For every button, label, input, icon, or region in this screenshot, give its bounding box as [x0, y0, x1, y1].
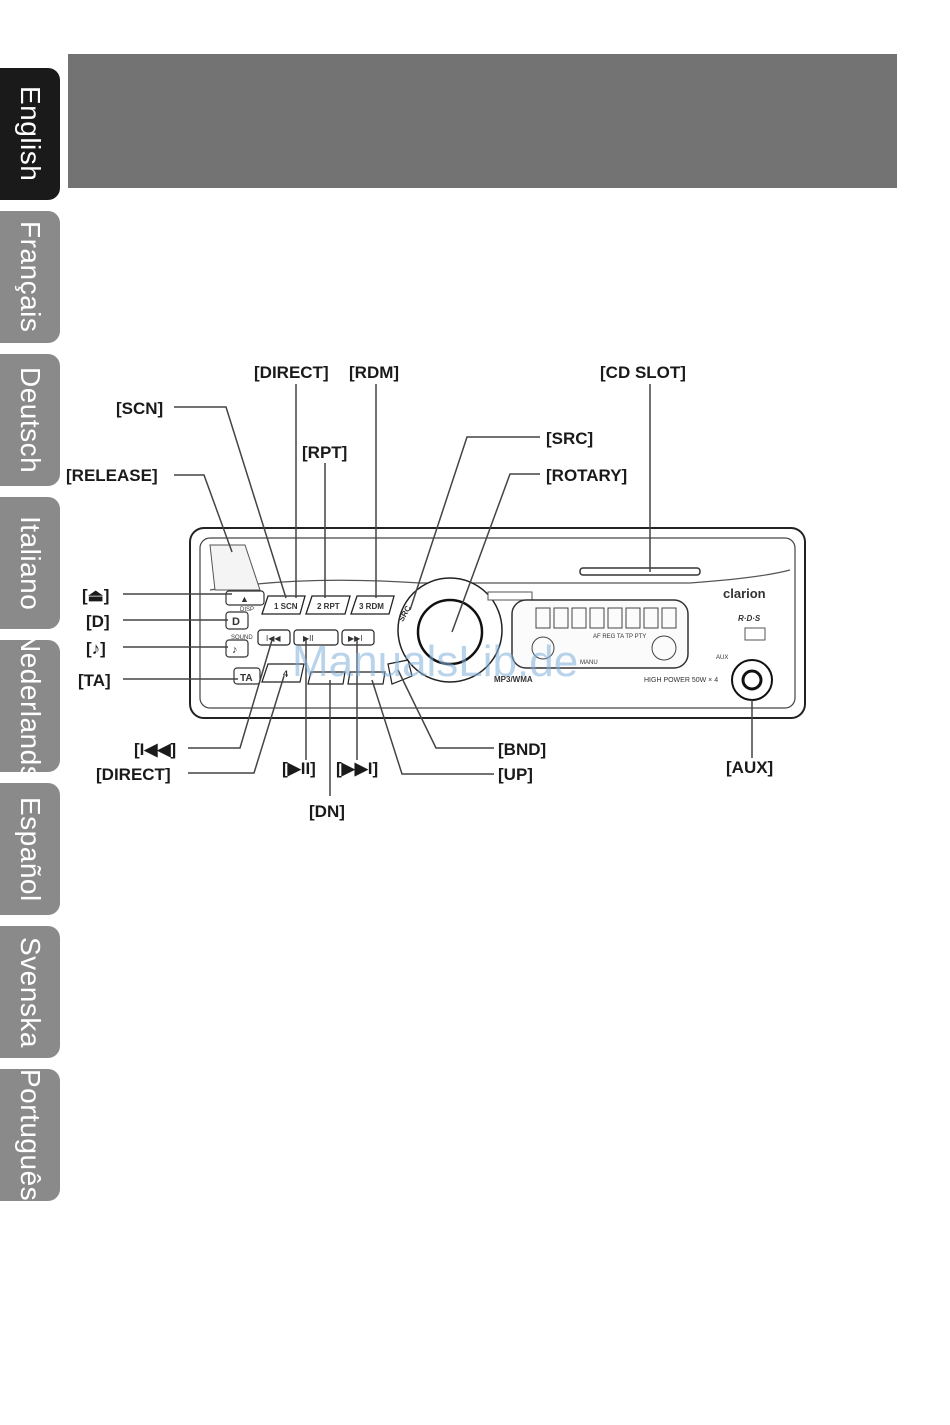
d-button-label: D [232, 616, 240, 628]
display-flags: AF REG TA TP PTY [593, 634, 646, 640]
preset-3-label: 3 RDM [359, 602, 384, 611]
aux-jack-hole [741, 669, 763, 691]
tab-deutsch[interactable]: Deutsch [0, 354, 60, 486]
tab-label: Nederlands [15, 631, 46, 781]
release-button[interactable] [209, 544, 261, 591]
power-label: HIGH POWER 50W × 4 [644, 677, 718, 684]
tab-label: Svenska [15, 936, 46, 1048]
faceplate-edge [209, 569, 791, 591]
prev-track-icon: I◀◀ [266, 634, 281, 643]
sound-button[interactable] [225, 639, 249, 658]
disp-label: DISP [240, 607, 254, 613]
tab-portugues[interactable]: Português [0, 1069, 60, 1201]
leader-lines [123, 384, 753, 796]
tab-italiano[interactable]: Italiano [0, 497, 60, 629]
sound-label: SOUND [231, 635, 253, 641]
preset-4-label: 4 [283, 669, 288, 679]
tab-label: Italiano [15, 515, 46, 611]
display-icon-left [531, 636, 555, 660]
format-label: MP3/WMA [494, 675, 533, 684]
callout-scn: [SCN] [116, 399, 163, 418]
preset-2-rpt-button[interactable] [305, 595, 351, 615]
aux-jack-label: AUX [716, 655, 728, 661]
callout-sound: [♪] [86, 639, 106, 658]
ta-button-label: TA [240, 673, 253, 684]
cd-slot [579, 567, 701, 576]
callout-d: [D] [86, 612, 110, 631]
callout-ta: [TA] [78, 671, 111, 690]
callout-prev: [I◀◀] [134, 740, 176, 759]
disc-logo [744, 627, 766, 641]
prev-track-button[interactable] [257, 629, 291, 646]
display-indicator [487, 591, 533, 601]
tab-label: Español [15, 796, 46, 902]
preset-2-label: 2 RPT [317, 602, 340, 611]
preset-4-direct-button[interactable] [261, 663, 305, 683]
watermark: ManualsLib.de [292, 637, 578, 686]
callout-direct-bottom: [DIRECT] [96, 765, 171, 784]
tab-english[interactable]: English [0, 68, 60, 200]
dn-button[interactable] [307, 671, 346, 685]
callout-up: [UP] [498, 765, 533, 784]
callout-direct-top: [DIRECT] [254, 363, 329, 382]
eject-button[interactable] [225, 590, 265, 606]
section-header-bar [68, 54, 897, 188]
manu-label: MANU [580, 660, 598, 666]
next-track-button[interactable] [341, 629, 375, 646]
segment-digits [535, 607, 677, 629]
preset-1-scn-button[interactable] [261, 595, 306, 615]
callout-bnd: [BND] [498, 740, 546, 759]
callout-src: [SRC] [546, 429, 593, 448]
callout-play-pause: [▶II] [282, 759, 316, 778]
preset-1-label: 1 SCN [274, 602, 298, 611]
rds-logo: R·D·S [738, 614, 761, 623]
tab-francais[interactable]: Français [0, 211, 60, 343]
display-icon-right [651, 635, 677, 661]
play-pause-button[interactable] [293, 629, 339, 646]
tab-label: English [15, 86, 46, 182]
callout-aux: [AUX] [726, 758, 773, 777]
tab-espanol[interactable]: Español [0, 783, 60, 915]
tab-label: Português [15, 1068, 46, 1202]
rotary-knob[interactable] [416, 598, 484, 666]
callout-dn: [DN] [309, 802, 345, 821]
callout-rdm: [RDM] [349, 363, 399, 382]
callout-next: [▶▶I] [336, 759, 378, 778]
preset-3-rdm-button[interactable] [350, 595, 395, 615]
callout-rpt: [RPT] [302, 443, 347, 462]
play-pause-icon: ▶II [303, 634, 314, 643]
tab-svenska[interactable]: Svenska [0, 926, 60, 1058]
ta-button[interactable] [233, 667, 261, 685]
tab-label: Français [15, 221, 46, 333]
note-icon: ♪ [232, 644, 238, 656]
callout-release: [RELEASE] [66, 466, 158, 485]
callout-rotary: [ROTARY] [546, 466, 627, 485]
brand-logo: clarion [723, 586, 766, 601]
callout-cd-slot: [CD SLOT] [600, 363, 686, 382]
tab-nederlands[interactable]: Nederlands [0, 632, 60, 780]
tab-label: Deutsch [15, 366, 46, 474]
eject-icon: ▲ [240, 594, 249, 604]
callout-eject: [⏏] [82, 586, 109, 605]
next-track-icon: ▶▶I [348, 634, 363, 643]
bnd-button[interactable] [387, 659, 413, 685]
